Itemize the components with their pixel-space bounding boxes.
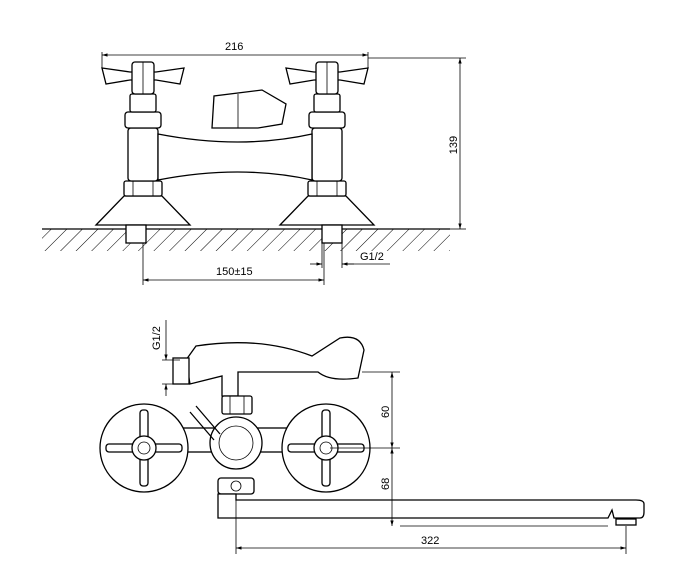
top-lever [172,336,365,397]
top-body [179,395,295,470]
dim-spout-length: 322 [235,494,627,554]
inlet-pipes [125,224,343,244]
top-view: G1/2 60 68 322 [99,320,645,554]
right-valve [278,61,376,226]
dim-spout-height: 60 [330,371,400,449]
front-view: 216 139 150±15 G1/2 [42,41,466,285]
left-escutcheon [99,403,189,493]
dim-60-label: 60 [380,406,392,418]
dim-322-label: 322 [421,535,439,547]
bottom-nut [217,477,255,495]
dim-thread-top: G1/2 [310,243,390,268]
dim-body-height: 68 [380,448,608,527]
dim-139-label: 139 [448,136,460,154]
dim-216-label: 216 [225,41,243,53]
long-spout [217,493,645,526]
dim-thread-bottom: G1/2 [151,320,180,396]
right-escutcheon [281,403,371,493]
mixer-body [157,89,313,181]
dim-150-label: 150±15 [216,266,253,278]
left-valve [94,61,192,226]
thread-bottom-label: G1/2 [151,326,163,350]
wall-hatching [42,228,450,251]
thread-top-label: G1/2 [360,251,384,263]
dim-height-total: 139 [368,57,466,230]
dim-center-distance: 150±15 [142,243,325,285]
dim-width-total: 216 [101,41,369,68]
dim-68-label: 68 [380,478,392,490]
